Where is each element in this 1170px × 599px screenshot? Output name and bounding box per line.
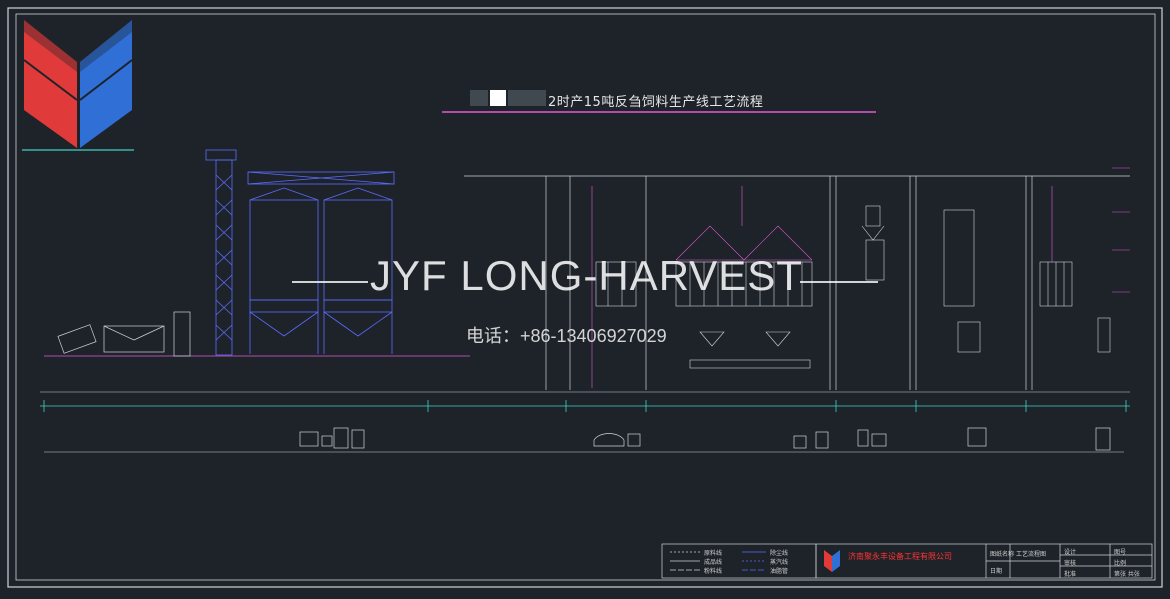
- drawing-name-label: 图纸名称: [990, 551, 1015, 558]
- legend-item-2: 成品线: [704, 559, 723, 566]
- auxiliary-equipment: [299, 427, 1111, 451]
- inner-frame: [15, 13, 1156, 581]
- drawing-title: 2时产15吨反刍饲料生产线工艺流程: [548, 95, 764, 110]
- approve-label: 批准: [1064, 571, 1077, 578]
- title-mask-1: [470, 90, 488, 106]
- batching-bins: [675, 225, 813, 261]
- date-label: 日期: [990, 568, 1003, 575]
- company-logo-icon: [824, 550, 840, 572]
- title-block: [815, 543, 1153, 579]
- legend-item-3: 粉料线: [704, 568, 723, 575]
- legend-item-5: 蒸汽线: [770, 559, 789, 566]
- watermark-phone: 电话：+86-13406927029: [466, 326, 667, 346]
- check-label: 审核: [1064, 560, 1077, 567]
- design-label: 设计: [1064, 549, 1077, 556]
- legend-item-1: 原料线: [704, 550, 723, 557]
- intake-pit: [57, 311, 191, 357]
- silos: [247, 171, 395, 354]
- outer-frame: [7, 7, 1163, 588]
- watermark-title: JYF LONG-HARVEST: [370, 252, 803, 299]
- no-label: 图号: [1114, 549, 1127, 556]
- sheet-label: 第张 共张: [1114, 571, 1140, 578]
- drawing-name: 工艺流程图: [1016, 551, 1047, 558]
- title-mask-3: [508, 90, 546, 106]
- title-mask-2: [490, 90, 506, 106]
- legend-item-6: 油脂管: [770, 568, 789, 575]
- legend-item-4: 除尘线: [770, 550, 789, 557]
- logo-icon: [22, 20, 134, 151]
- bucket-elevator-tower: [205, 149, 237, 356]
- legend-box: [661, 543, 817, 579]
- company-name: 济南聚永丰设备工程有限公司: [848, 552, 952, 561]
- scale-label: 比例: [1114, 560, 1127, 567]
